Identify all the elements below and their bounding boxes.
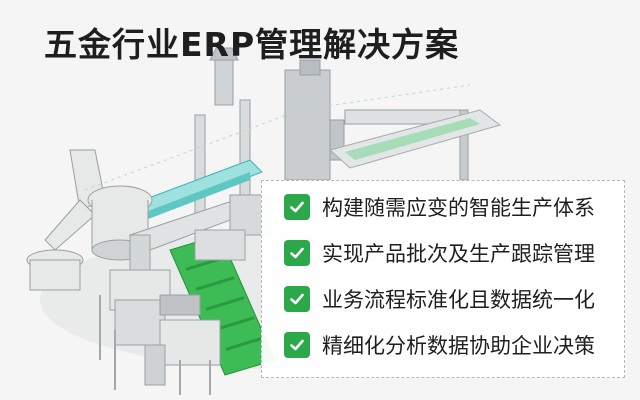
guide-line — [84, 84, 471, 191]
page-title: 五金行业ERP管理解决方案 — [44, 25, 460, 64]
feature-item: 业务流程标准化且数据统一化 — [284, 286, 595, 312]
check-icon — [284, 194, 310, 220]
check-icon — [284, 286, 310, 312]
support-stands — [99, 295, 211, 395]
machine-tower — [194, 47, 469, 226]
feature-label: 构建随需应变的智能生产体系 — [322, 196, 595, 220]
feature-panel: 构建随需应变的智能生产体系 实现产品批次及生产跟踪管理 业务流程标准化且数据统一… — [261, 180, 625, 378]
check-icon — [284, 332, 310, 358]
packaging-station — [109, 229, 246, 386]
feature-label: 业务流程标准化且数据统一化 — [322, 288, 595, 312]
feature-label: 实现产品批次及生产跟踪管理 — [322, 242, 595, 266]
feature-label: 精细化分析数据协助企业决策 — [322, 334, 595, 358]
feature-item: 精细化分析数据协助企业决策 — [284, 332, 595, 358]
feature-item: 实现产品批次及生产跟踪管理 — [284, 240, 595, 266]
upper-conveyor — [328, 109, 502, 169]
feature-item: 构建随需应变的智能生产体系 — [284, 194, 595, 220]
green-conveyor — [169, 234, 276, 376]
check-icon — [284, 240, 310, 266]
robot-arm — [26, 149, 153, 291]
